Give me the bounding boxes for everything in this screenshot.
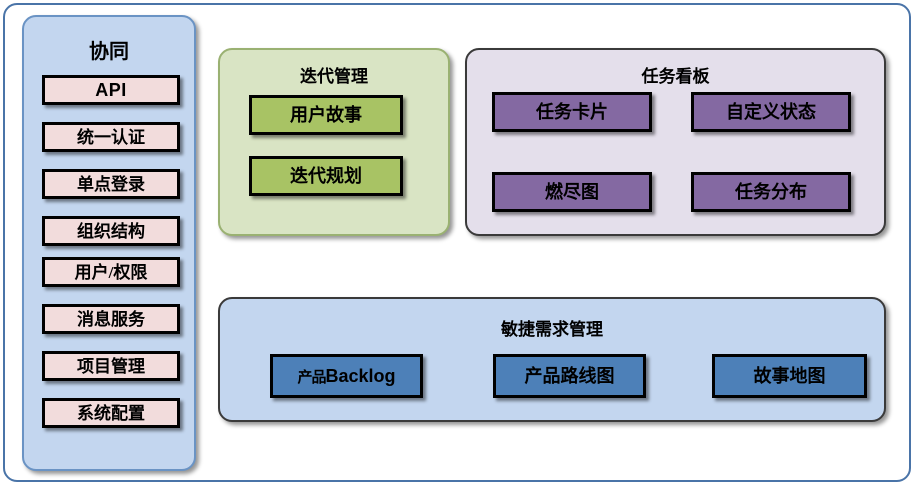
- sidebar-item-api[interactable]: API: [42, 75, 180, 105]
- sidebar-item-system-config-label: 系统配置: [77, 403, 145, 423]
- taskboard-item-task-distribution-label: 任务分布: [735, 182, 807, 202]
- sidebar-item-system-config[interactable]: 系统配置: [42, 398, 180, 428]
- panel-iteration-management-title: 迭代管理: [300, 67, 368, 86]
- iteration-item-user-story-label: 用户故事: [290, 105, 362, 125]
- agile-item-product-roadmap-label: 产品路线图: [524, 366, 615, 386]
- taskboard-item-task-card-label: 任务卡片: [536, 102, 608, 122]
- panel-collaboration: 协同 API 统一认证 单点登录 组织结构 用户/权限 消息服务 项目管理 系统…: [22, 15, 196, 471]
- sidebar-item-user-permission-label: 用户/权限: [74, 262, 148, 282]
- panel-agile-requirement-management-title: 敏捷需求管理: [501, 320, 603, 339]
- agile-item-story-map[interactable]: 故事地图: [712, 354, 867, 398]
- agile-item-product-backlog-latin: Backlog: [325, 365, 396, 386]
- iteration-item-iteration-planning[interactable]: 迭代规划: [249, 156, 403, 196]
- iteration-item-user-story[interactable]: 用户故事: [249, 95, 403, 135]
- sidebar-item-project-management[interactable]: 项目管理: [42, 351, 180, 381]
- agile-item-product-backlog[interactable]: 产品Backlog: [270, 354, 423, 398]
- taskboard-item-task-card[interactable]: 任务卡片: [492, 92, 652, 132]
- sidebar-item-api-label: API: [95, 80, 127, 100]
- sidebar-item-sso-label: 单点登录: [77, 174, 145, 194]
- agile-item-story-map-label: 故事地图: [753, 366, 826, 386]
- panel-iteration-management: 迭代管理 用户故事 迭代规划: [218, 48, 450, 236]
- sidebar-item-message-service[interactable]: 消息服务: [42, 304, 180, 334]
- agile-item-product-backlog-cjk: 产品: [297, 369, 326, 386]
- agile-item-product-backlog-label: 产品Backlog: [297, 367, 395, 386]
- taskboard-item-task-distribution[interactable]: 任务分布: [691, 172, 851, 212]
- panel-collaboration-title: 协同: [89, 41, 129, 63]
- agile-item-product-roadmap[interactable]: 产品路线图: [493, 354, 646, 398]
- panel-task-board: 任务看板 任务卡片 自定义状态 燃尽图 任务分布: [465, 48, 886, 236]
- panel-task-board-title: 任务看板: [641, 67, 710, 86]
- sidebar-item-sso[interactable]: 单点登录: [42, 169, 180, 199]
- taskboard-item-custom-status-label: 自定义状态: [726, 102, 816, 122]
- sidebar-item-unified-auth-label: 统一认证: [77, 127, 145, 147]
- sidebar-item-message-service-label: 消息服务: [77, 309, 145, 329]
- iteration-item-iteration-planning-label: 迭代规划: [290, 166, 362, 186]
- taskboard-item-custom-status[interactable]: 自定义状态: [691, 92, 851, 132]
- sidebar-item-user-permission[interactable]: 用户/权限: [42, 257, 180, 287]
- sidebar-item-unified-auth[interactable]: 统一认证: [42, 122, 180, 152]
- sidebar-item-org-structure-label: 组织结构: [77, 221, 145, 241]
- taskboard-item-burndown-chart[interactable]: 燃尽图: [492, 172, 652, 212]
- taskboard-item-burndown-chart-label: 燃尽图: [545, 182, 599, 202]
- sidebar-item-org-structure[interactable]: 组织结构: [42, 216, 180, 246]
- sidebar-item-project-management-label: 项目管理: [77, 356, 145, 376]
- panel-agile-requirement-management: 敏捷需求管理 产品Backlog 产品路线图 故事地图: [218, 297, 886, 422]
